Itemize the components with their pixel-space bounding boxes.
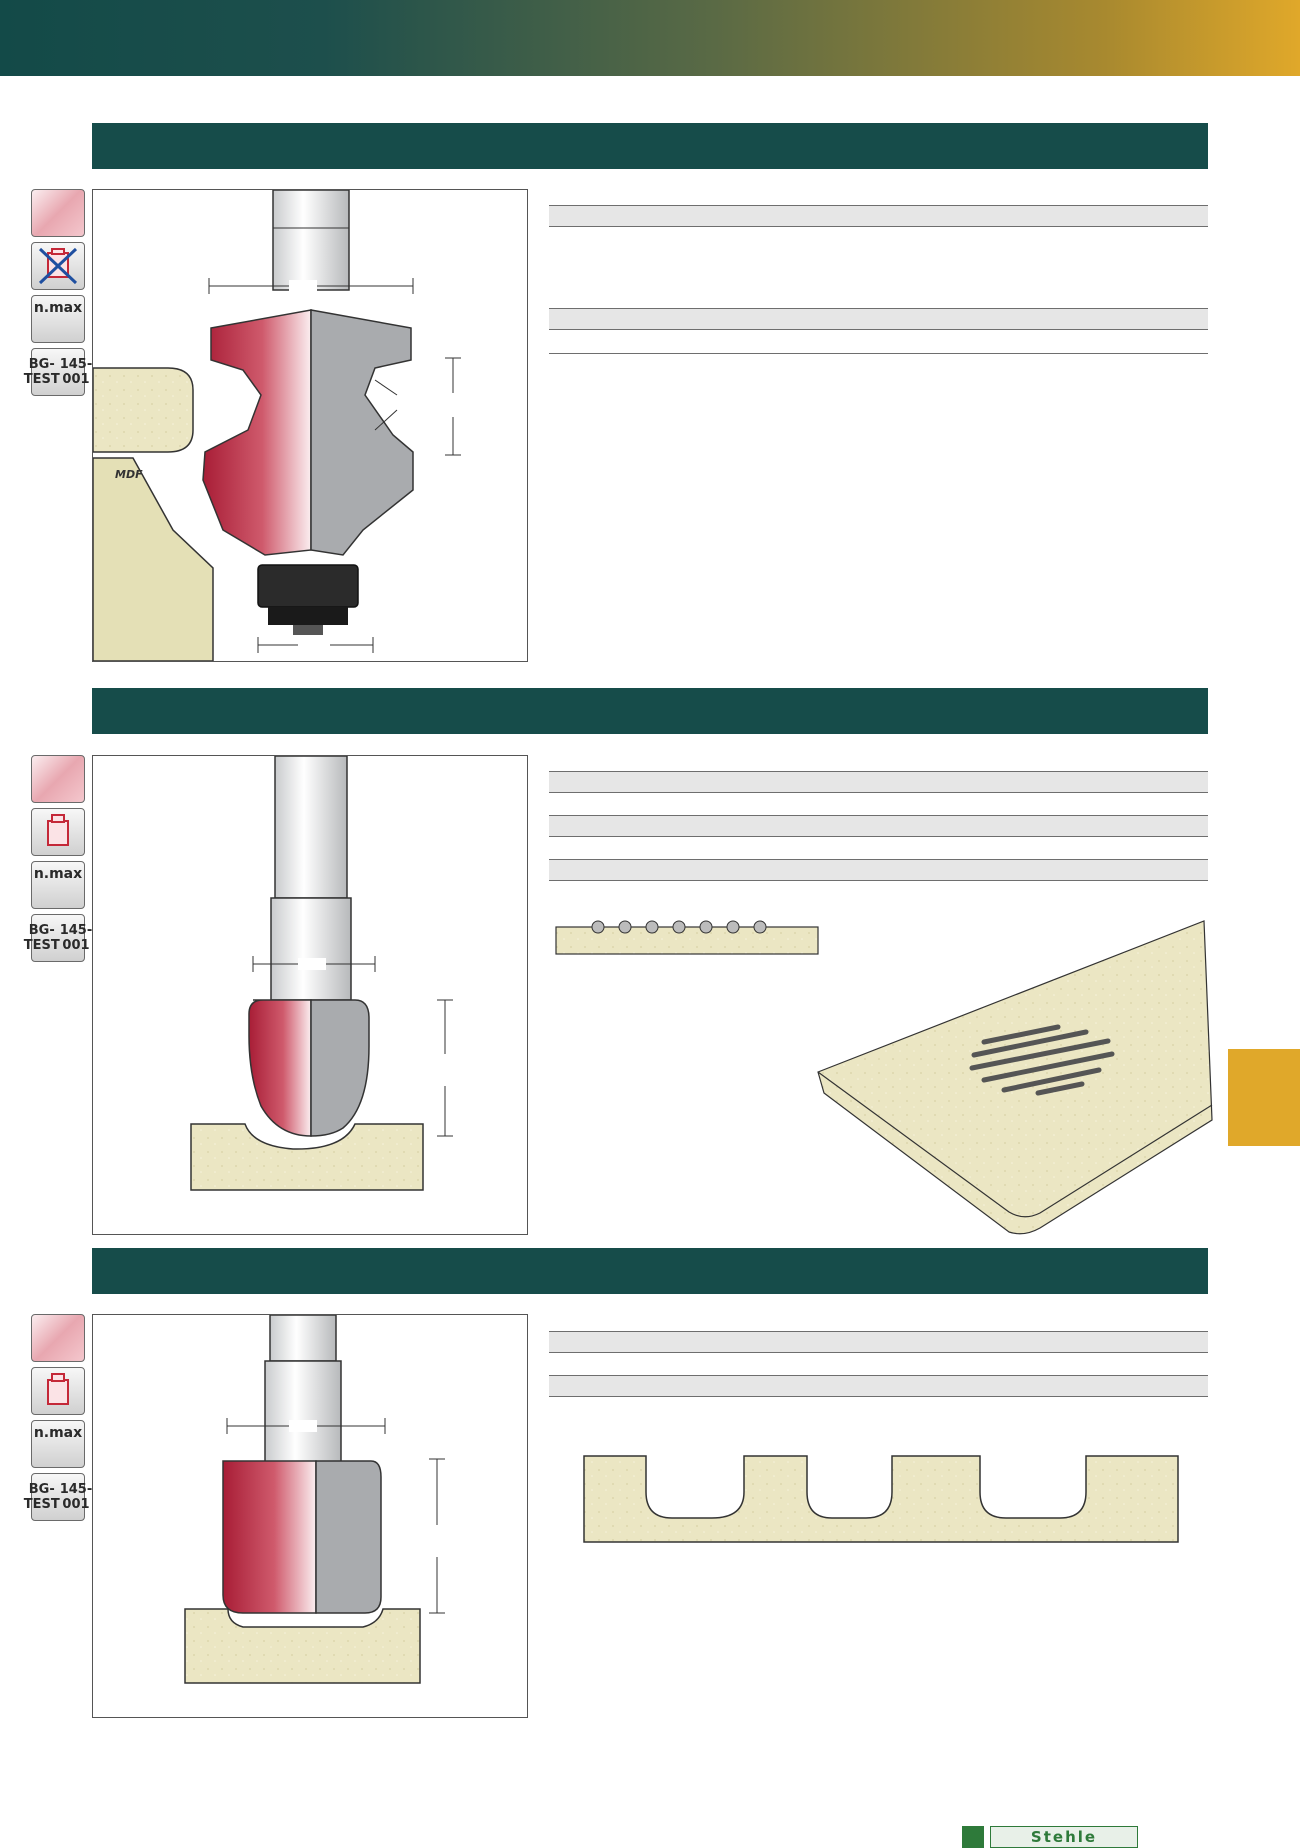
mdf-label: MDF bbox=[115, 468, 143, 481]
material-badge-icon bbox=[31, 1314, 85, 1362]
section-2-spec-row-3 bbox=[549, 859, 1208, 881]
n-max-badge: n.max bbox=[31, 861, 85, 909]
no-plunge-badge-icon bbox=[31, 242, 85, 290]
stehle-logo: Stehle bbox=[962, 1826, 1140, 1848]
bg-test-line-2: 145-001 bbox=[59, 923, 93, 953]
plunge-badge-icon bbox=[31, 808, 85, 856]
n-max-label: n.max bbox=[33, 866, 83, 882]
section-3-title-bar bbox=[92, 1248, 1208, 1294]
bg-test-line-2: 145-001 bbox=[59, 1482, 93, 1512]
n-max-badge: n.max bbox=[31, 295, 85, 343]
bg-test-label: BG-TEST 145-001 bbox=[24, 349, 93, 395]
plunge-badge-icon bbox=[31, 1367, 85, 1415]
n-max-label: n.max bbox=[33, 300, 83, 316]
bg-test-line-2: 145-001 bbox=[59, 357, 93, 387]
bg-test-line-1: BG-TEST bbox=[23, 357, 60, 387]
bg-test-badge: BG-TEST 145-001 bbox=[24, 348, 93, 396]
bg-test-line-1: BG-TEST bbox=[23, 923, 60, 953]
n-max-label: n.max bbox=[33, 1425, 83, 1441]
section-2-diagram bbox=[92, 755, 528, 1235]
section-3-spec-row-2 bbox=[549, 1375, 1208, 1397]
section-1-spec-header-2 bbox=[549, 308, 1208, 330]
section-1-diagram: MDF bbox=[92, 189, 528, 662]
header-bar bbox=[0, 0, 1300, 76]
logo-icon bbox=[962, 1826, 984, 1848]
section-1-title-bar bbox=[92, 123, 1208, 169]
section-3-diagram bbox=[92, 1314, 528, 1718]
logo-wordmark: Stehle bbox=[990, 1826, 1138, 1848]
n-max-badge: n.max bbox=[31, 1420, 85, 1468]
drain-groove-illustration bbox=[555, 920, 1213, 1235]
bg-test-badge: BG-TEST 145-001 bbox=[24, 1473, 93, 1521]
bg-test-line-1: BG-TEST bbox=[23, 1482, 60, 1512]
material-badge-icon bbox=[31, 755, 85, 803]
section-2-spec-row-1 bbox=[549, 771, 1208, 793]
groove-profile-board bbox=[583, 1455, 1179, 1543]
section-1-spec-header bbox=[549, 205, 1208, 227]
bg-test-badge: BG-TEST 145-001 bbox=[24, 914, 93, 962]
section-1-spec-line bbox=[549, 353, 1208, 354]
section-3-spec-row-1 bbox=[549, 1331, 1208, 1353]
section-2-spec-row-2 bbox=[549, 815, 1208, 837]
material-badge-icon bbox=[31, 189, 85, 237]
bg-test-label: BG-TEST 145-001 bbox=[24, 915, 93, 961]
chapter-tab[interactable] bbox=[1228, 1049, 1300, 1146]
bg-test-label: BG-TEST 145-001 bbox=[24, 1474, 93, 1520]
section-2-title-bar bbox=[92, 688, 1208, 734]
